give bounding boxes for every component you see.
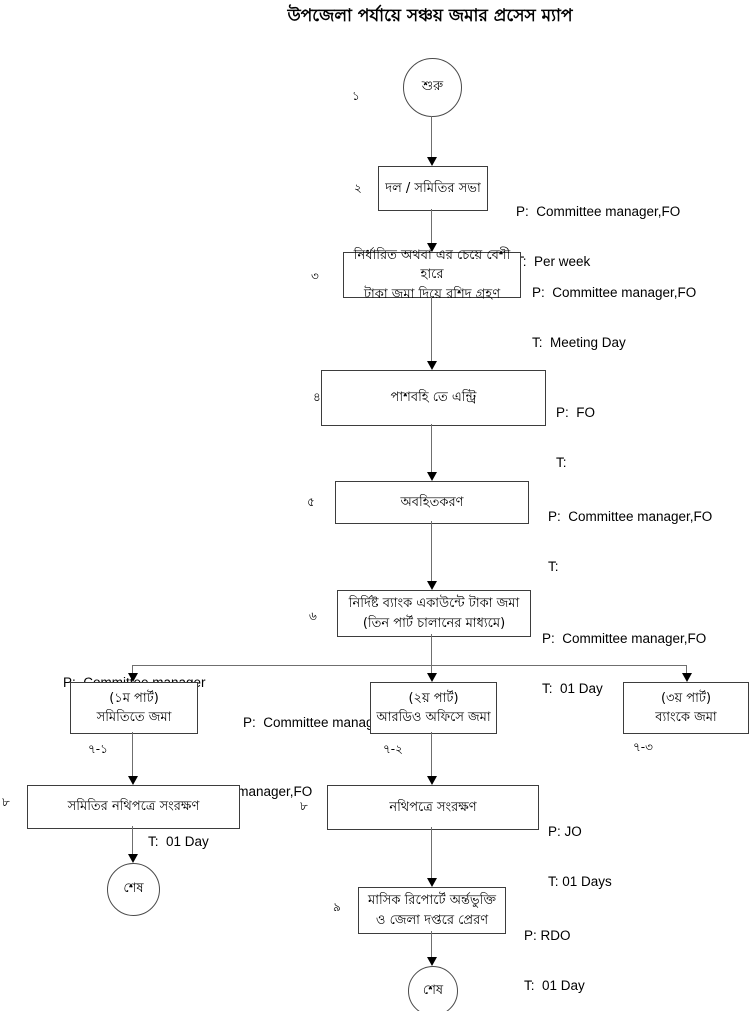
annotation-2: P: Committee manager,FO T: Per week [516,170,680,305]
process-box-8b-text: নথিপত্রে সংরক্ষণ [389,799,477,815]
annotation-3-t: T: Meeting Day [532,335,626,351]
annotation-9: P: RDO T: 01 Day [524,894,585,1011]
step-number-4: ৪ [313,390,321,404]
start-terminal-label: শুরু [421,79,444,94]
process-box-3-text2: টাকা জমা দিয়ে রশিদ গ্রহণ [363,286,501,302]
process-box-7-1-text: (১ম পার্ট) [109,690,159,706]
split-drop-left [132,665,133,675]
process-box-5-text: অবহিতকরণ [400,494,464,510]
connector-4-to-5 [431,424,432,473]
annotation-5: P: Committee manager,FO T: [548,475,712,610]
arrowhead-to-2 [427,157,437,166]
step-number-2: ২ [354,181,362,195]
connector-7a-to-8a [132,732,133,777]
process-box-6: নির্দিষ্ট ব্যাংক একাউন্টে টাকা জমা (তিন … [337,590,531,637]
split-drop-right [686,665,687,675]
arrowhead-to-7b [427,673,437,682]
annotation-4-t: T: [556,455,567,471]
annotation-2-t: T: Per week [516,254,591,270]
step-number-3: ৩ [311,269,319,283]
connector-5-to-6 [431,521,432,582]
process-box-8b: নথিপত্রে সংরক্ষণ [327,785,539,830]
annotation-9-t: T: 01 Day [524,978,585,994]
connector-8a-to-end [132,826,133,855]
arrowhead-to-end-bottom [427,957,437,966]
process-box-5: অবহিতকরণ [335,481,529,524]
process-box-9: মাসিক রিপোর্টে অর্ন্তভুক্তি ও জেলা দপ্তর… [358,887,506,934]
process-box-4: পাশবহি তে এন্ট্রি [321,370,546,426]
process-box-6-text: নির্দিষ্ট ব্যাংক একাউন্টে টাকা জমা [348,596,520,611]
arrowhead-to-5 [427,472,437,481]
arrowhead-to-3 [427,243,437,252]
connector-2-to-3 [431,209,432,244]
arrowhead-to-7c [682,673,692,682]
connector-9-to-end [431,931,432,958]
arrowhead-to-4 [427,361,437,370]
process-box-2-text: দল / সমিতির সভা [385,180,481,196]
annotation-3-p: P: Committee manager,FO [532,284,697,300]
annotation-9-p: P: RDO [524,927,571,943]
annotation-8a-t: T: 01 Day [148,834,209,850]
process-box-6-text2: (তিন পার্ট চালানের মাধ্যমে) [362,615,506,631]
process-box-8a-text: সমিতির নথিপত্রে সংরক্ষণ [67,799,200,815]
end-terminal-left: শেষ [107,863,160,916]
annotation-5-t: T: [548,559,559,575]
step-number-7-3: ৭-৩ [633,740,653,754]
annotation-3: P: Committee manager,FO T: Meeting Day [532,251,696,386]
connector-6-to-split [431,634,432,676]
page-title: উপজেলা পর্যায়ে সঞ্চয় জমার প্রসেস ম্যাপ [287,6,573,26]
process-box-9-text: মাসিক রিপোর্টে অর্ন্তভুক্তি [368,893,496,908]
annotation-6-p: P: Committee manager,FO [542,630,707,646]
process-box-4-text: পাশবহি তে এন্ট্রি [390,390,477,406]
process-box-3-text: নির্ধারিত অথবা এর চেয়ে বেশী হারে [353,247,511,283]
process-box-9-text2: ও জেলা দপ্তরে প্রেরণ [375,912,489,928]
connector-7b-to-8b [431,732,432,777]
arrowhead-to-9 [427,878,437,887]
annotation-6-t: T: 01 Day [542,681,603,697]
process-box-7-2: (২য় পার্ট) আরডিও অফিসে জমা [370,682,497,734]
annotation-5-p: P: Committee manager,FO [548,508,713,524]
step-number-9: ৯ [333,900,341,914]
end-terminal-bottom: শেষ [408,966,458,1011]
end-terminal-left-label: শেষ [123,881,144,896]
annotation-4-p: P: FO [556,404,596,420]
process-box-7-1-text2: সমিতিতে জমা [96,710,172,725]
annotation-8b: P: JO T: 01 Days [548,790,612,925]
process-box-7-1: (১ম পার্ট) সমিতিতে জমা [70,682,198,734]
annotation-8b-p: P: JO [548,823,582,839]
step-number-8b: ৮ [300,799,308,813]
step-number-1: ১ [352,89,360,103]
annotation-4: P: FO T: [556,371,595,506]
connector-8b-to-9 [431,827,432,879]
annotation-7b-p: P: Committee manager [243,714,386,730]
process-box-2: দল / সমিতির সভা [378,166,488,211]
connector-start-to-2 [431,116,432,158]
step-number-7-2: ৭-২ [383,742,403,756]
arrowhead-to-6 [427,581,437,590]
end-terminal-bottom-label: শেষ [422,982,444,998]
process-box-7-2-text: (২য় পার্ট) [408,690,459,706]
arrowhead-to-7a [128,673,138,682]
annotation-6: P: Committee manager,FO T: 01 Day [542,597,706,732]
process-box-3: নির্ধারিত অথবা এর চেয়ে বেশী হারে টাকা জ… [343,248,521,302]
step-number-6: ৬ [309,609,317,623]
process-box-7-3: (৩য় পার্ট) ব্যাংকে জমা [623,682,749,734]
arrowhead-to-end-left [128,854,138,863]
annotation-8b-t: T: 01 Days [548,874,612,890]
step-number-8a: ৮ [2,795,10,809]
connector-3-to-4 [431,296,432,362]
process-box-7-2-text2: আরডিও অফিসে জমা [376,710,491,725]
start-terminal: শুরু [403,58,462,117]
split-horizontal-line [132,665,687,666]
process-box-7-3-text2: ব্যাংকে জমা [655,710,717,725]
arrowhead-to-8a [128,776,138,785]
arrowhead-to-8b [427,776,437,785]
step-number-7-1: ৭-১ [88,742,108,756]
annotation-2-p: P: Committee manager,FO [516,203,681,219]
step-number-5: ৫ [307,495,315,509]
process-box-7-3-text: (৩য় পার্ট) [660,690,712,706]
process-box-8a: সমিতির নথিপত্রে সংরক্ষণ [27,785,240,829]
